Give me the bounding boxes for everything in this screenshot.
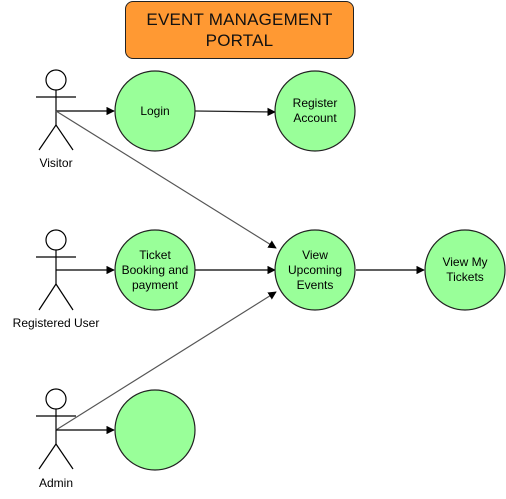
actor-admin-label: Admin <box>38 476 74 490</box>
edge-visitor-view-events <box>55 110 277 249</box>
actor-registered-user-label: Registered User <box>12 316 100 330</box>
usecase-login[interactable] <box>114 70 196 152</box>
usecase-admin-label <box>115 390 195 470</box>
usecase-view-upcoming-events-label: View Upcoming Events <box>287 247 343 292</box>
usecase-view-my-tickets[interactable] <box>424 229 506 311</box>
portal-title-line1: EVENT MANAGEMENT <box>146 10 333 29</box>
usecase-ticket-booking-label: Ticket Booking and payment <box>121 247 189 292</box>
actor-visitor-label: Visitor <box>39 156 73 170</box>
usecase-register-account-label: Register Account <box>292 96 338 125</box>
actor-visitor[interactable] <box>36 69 76 151</box>
usecase-login-label: Login <box>140 103 170 118</box>
portal-title-line2: PORTAL <box>205 31 274 50</box>
portal-title-box: EVENT MANAGEMENT PORTAL <box>125 1 354 59</box>
usecase-admin[interactable] <box>114 389 196 471</box>
edge-login-register <box>194 107 276 117</box>
usecase-register-account[interactable] <box>274 70 356 152</box>
actor-admin[interactable] <box>36 388 76 470</box>
edge-admin-view-events <box>55 291 277 431</box>
usecase-view-my-tickets-label: View My Tickets <box>442 255 488 284</box>
usecase-ticket-booking[interactable] <box>114 229 196 311</box>
actor-registered-user[interactable] <box>36 229 76 311</box>
usecase-view-upcoming-events[interactable] <box>274 229 356 311</box>
